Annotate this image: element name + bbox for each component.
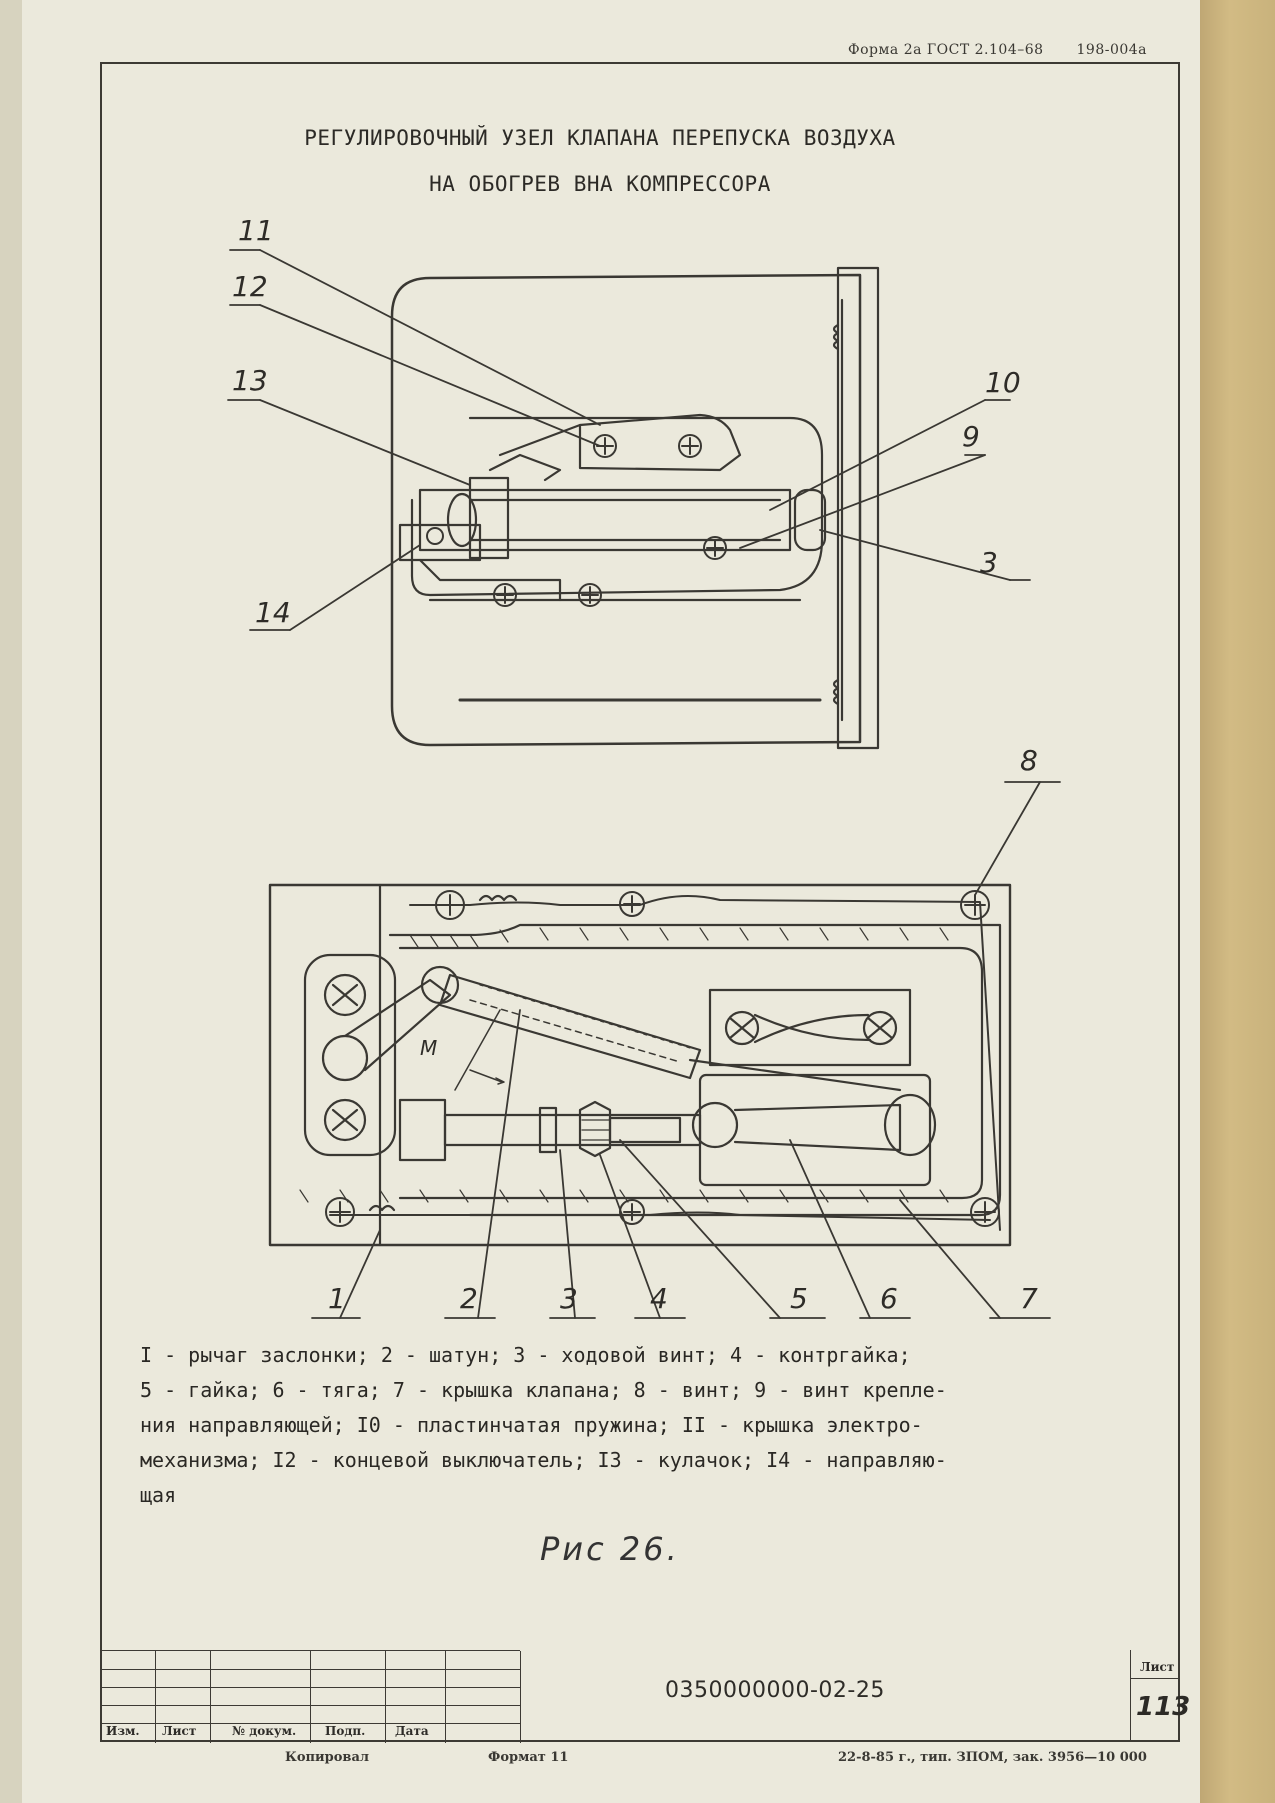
form-standard: Форма 2а ГОСТ 2.104–68 [848,42,1044,58]
callout-2: 2 [460,1282,478,1315]
figure-label: Рис 26. [540,1530,680,1568]
callout-9: 9 [962,420,980,453]
callout-6: 6 [880,1282,898,1315]
callout-14: 14 [255,596,291,629]
title-line-1: РЕГУЛИРОВОЧНЫЙ УЗЕЛ КЛАПАНА ПЕРЕПУСКА ВО… [304,126,896,150]
callout-1: 1 [328,1282,346,1315]
title-block: Изм. Лист № докум. Подп. Дата [100,1650,1180,1743]
document-sheet [22,0,1200,1803]
figure-caption: I - рычаг заслонки; 2 - шатун; 3 - ходов… [140,1338,1170,1513]
revision-grid [100,1650,521,1743]
callout-4: 4 [650,1282,668,1315]
callout-7: 7 [1020,1282,1038,1315]
form-code: 198-004а [1076,42,1148,58]
footer-format: Формат 11 [488,1750,569,1765]
sheet-number: 113 [1136,1692,1191,1722]
callout-8: 8 [1020,744,1038,777]
callout-13: 13 [232,364,268,397]
callout-11: 11 [238,214,274,247]
bottom-diagram [268,781,1061,1319]
callout-3: 3 [560,1282,578,1315]
col-sheet: Лист [162,1724,197,1738]
dimension-m-label: M [420,1036,437,1060]
col-doc-number: № докум. [232,1724,297,1738]
caption-line-5: щая [140,1483,177,1507]
drawing-frame [100,62,1180,1742]
callout-12: 12 [232,270,268,303]
footer-print-info: 22-8-85 г., тип. ЗПОМ, зак. 3956—10 000 [838,1750,1147,1765]
binding-edge [1200,0,1275,1803]
footer-copied: Копировал [285,1750,370,1765]
document-number: 0350000000-02-25 [665,1678,885,1703]
col-change: Изм. [106,1724,140,1738]
col-date: Дата [395,1724,429,1738]
caption-line-3: ния направляющей; I0 - пластинчатая пруж… [140,1413,923,1437]
caption-line-1: I - рычаг заслонки; 2 - шатун; 3 - ходов… [140,1343,911,1367]
caption-line-2: 5 - гайка; 6 - тяга; 7 - крышка клапана;… [140,1378,947,1402]
form-header: Форма 2а ГОСТ 2.104–68 198-004а [820,42,1147,58]
sheet-label: Лист [1140,1660,1175,1674]
title-line-2: НА ОБОГРЕВ ВНА КОМПРЕССОРА [429,172,771,196]
caption-line-4: механизма; I2 - концевой выключатель; I3… [140,1448,947,1472]
callout-3-top: 3 [980,546,998,579]
callout-5: 5 [790,1282,808,1315]
col-signature: Подп. [325,1724,366,1738]
callout-10: 10 [985,366,1021,399]
top-diagram [227,249,1031,750]
